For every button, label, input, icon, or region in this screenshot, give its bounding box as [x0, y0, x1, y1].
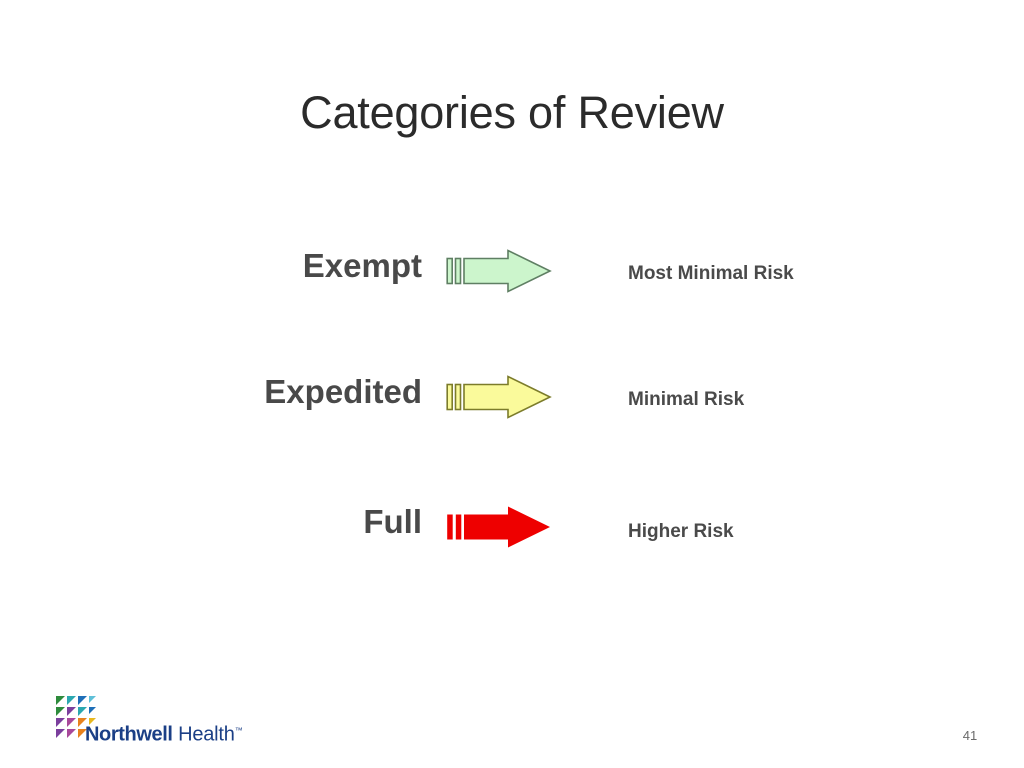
category-label-exempt: Exempt	[302, 247, 422, 284]
risk-label-full: Higher Risk	[628, 521, 734, 542]
green-arrow-icon	[446, 248, 556, 294]
risk-label-exempt: Most Minimal Risk	[628, 263, 794, 284]
risk-label-expedited: Minimal Risk	[628, 389, 745, 410]
logo-brand-word: Northwell	[85, 723, 173, 746]
category-label-full: Full	[363, 503, 422, 540]
red-arrow-icon	[446, 504, 556, 550]
yellow-arrow-icon	[446, 374, 556, 420]
northwell-triangles-mark	[54, 694, 96, 740]
northwell-logo-text: Northwell Health™	[85, 720, 243, 746]
logo-sub-word: Health	[178, 723, 235, 746]
page-title: Categories of Review	[300, 87, 724, 138]
category-label-expedited: Expedited	[264, 373, 422, 410]
category-row-expedited: Expedited Minimal Risk	[0, 366, 1024, 426]
trademark-symbol: ™	[234, 726, 243, 735]
category-row-exempt: Exempt Most Minimal Risk	[0, 240, 1024, 300]
page-number: 41	[962, 728, 978, 743]
northwell-health-logo: Northwell Health™	[50, 694, 280, 746]
category-row-full: Full Higher Risk	[0, 496, 1024, 556]
